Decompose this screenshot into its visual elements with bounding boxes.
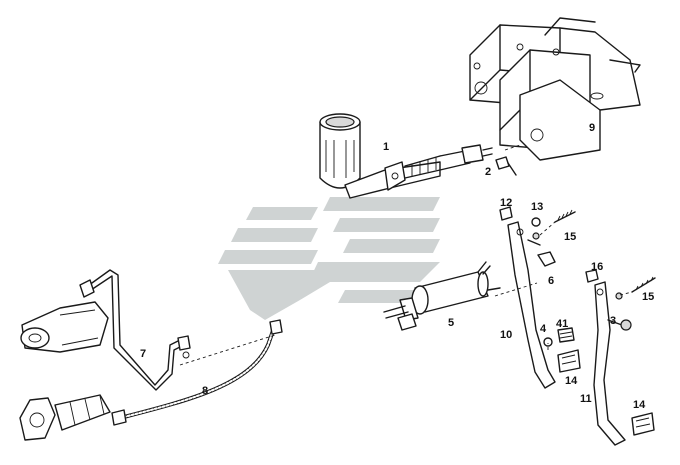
brake-pedal	[593, 281, 626, 446]
pedal-pads-and-bushes	[543, 327, 655, 436]
flexible-hose	[111, 319, 283, 426]
callout-1: 1	[383, 141, 389, 153]
callout-7: 7	[140, 348, 146, 360]
clutch-master-cylinder	[319, 113, 493, 199]
lower-hardware	[585, 269, 656, 331]
callout-11: 11	[580, 393, 592, 405]
callout-8: 8	[202, 385, 208, 397]
callout-16: 16	[591, 261, 603, 273]
callout-15-upper: 15	[564, 231, 576, 243]
leader-lines	[179, 144, 633, 366]
callout-12: 12	[500, 197, 512, 209]
callout-3: 3	[610, 315, 616, 327]
callout-14-left: 14	[565, 375, 578, 387]
callout-15-lower: 15	[642, 291, 654, 303]
rigid-pipe	[79, 269, 191, 391]
callout-13: 13	[531, 201, 543, 213]
clutch-slave-cylinder	[383, 261, 501, 331]
callout-14-right: 14	[633, 399, 646, 411]
clutch-pedal	[507, 221, 556, 389]
bolt	[495, 156, 517, 176]
pedal-box-bracket	[469, 17, 641, 161]
callout-labels: 1 2 3 4 41 5 6 7 8 9 10 11 12 13 14 14 1…	[140, 122, 654, 411]
clutch-housing-left	[19, 301, 111, 441]
callout-5: 5	[448, 317, 454, 329]
callout-4: 4	[540, 323, 547, 335]
callout-2: 2	[485, 166, 491, 178]
upper-hardware	[499, 206, 576, 267]
callout-41: 41	[556, 318, 568, 330]
callout-10: 10	[500, 329, 512, 341]
callout-9: 9	[589, 122, 595, 134]
callout-6: 6	[548, 275, 554, 287]
